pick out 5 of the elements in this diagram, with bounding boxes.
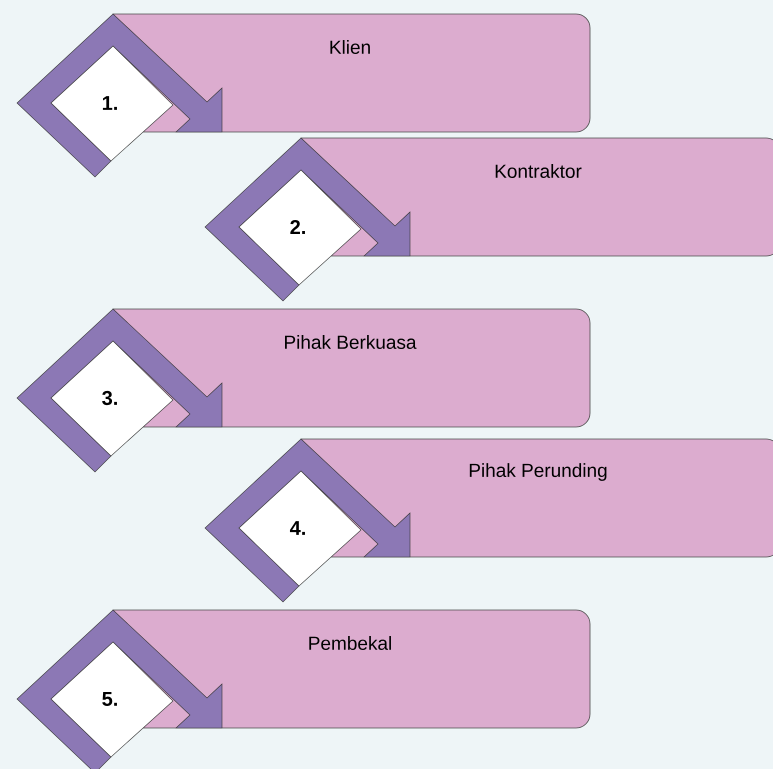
number-badge: 4. <box>204 438 410 602</box>
number-badge: 2. <box>204 138 410 302</box>
number-badge: 3. <box>16 308 222 472</box>
number-badge: 5. <box>16 610 222 769</box>
number-badge: 1. <box>16 14 222 178</box>
